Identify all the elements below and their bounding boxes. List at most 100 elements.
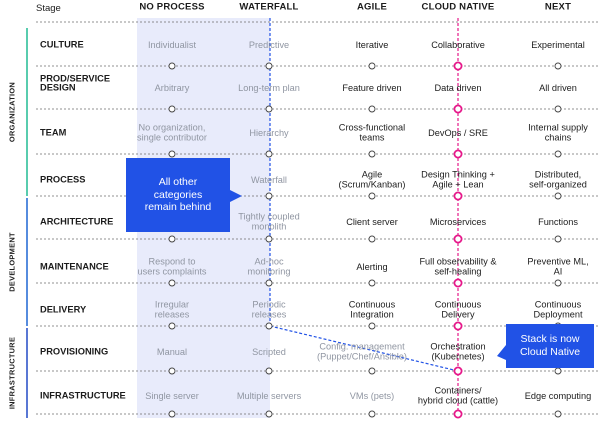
cell-line: (Kubernetes) (431, 352, 485, 362)
stage-node (168, 279, 176, 287)
stage-node (368, 62, 376, 70)
stage-node (554, 235, 562, 243)
callout-pointer (497, 345, 506, 360)
row-label: CULTURE (40, 40, 84, 50)
row-label: ARCHITECTURE (40, 217, 113, 227)
stage-node (453, 61, 463, 71)
cell-line: Integration (350, 310, 394, 320)
cell-line: (Puppet/Chef/Ansible) (317, 352, 407, 362)
column-header: NO PROCESS (139, 1, 205, 13)
stage-node (554, 62, 562, 70)
stage-node (168, 105, 176, 113)
stage-node (554, 150, 562, 158)
cell-line: Functions (538, 216, 578, 227)
column-header: CLOUD NATIVE (421, 1, 495, 13)
cell-line: self-organized (529, 180, 587, 190)
stage-cell: Agile(Scrum/Kanban) (339, 170, 406, 191)
stage-node (554, 410, 562, 418)
stage-node (265, 150, 273, 158)
cell-line: VMs (pets) (349, 390, 395, 401)
stage-cell: Containers/hybrid cloud (cattle) (418, 386, 498, 407)
cell-line: Delivery (441, 310, 475, 320)
stage-node (265, 62, 273, 70)
stage-node (453, 149, 463, 159)
cell-line: Deployment (533, 310, 583, 320)
row-label: TEAM (40, 127, 67, 138)
cell-line: chains (544, 133, 572, 143)
column-header: WATERFALL (239, 1, 299, 13)
cell-line: Alerting (356, 261, 388, 272)
stage-node (368, 192, 376, 200)
stage-node (168, 367, 176, 375)
cell-line: Periodic (252, 299, 286, 310)
stage-node (265, 367, 273, 375)
row-label: DELIVERY (40, 305, 86, 315)
group-label-infrastructure: INFRASTRUCTURE (7, 336, 17, 410)
cell-line: Internal supply (528, 122, 588, 133)
stage-node (368, 105, 376, 113)
callout-pointer (230, 190, 242, 202)
cell-line: Client server (346, 216, 398, 227)
cell-line: Ad-hoc (254, 256, 284, 267)
cell-line: Agile (361, 169, 383, 180)
cell-line: monolith (251, 222, 287, 232)
row-label-line: PROCESS (40, 174, 86, 185)
stage-cell: Full observability &self-healing (419, 257, 496, 278)
stage-cell: Manual (157, 347, 187, 357)
column-header: AGILE (356, 1, 388, 13)
cell-line: No organization, (138, 122, 206, 133)
cell-line: monitoring (247, 267, 291, 277)
stage-cell: Microservices (430, 217, 486, 227)
stage-node (368, 150, 376, 158)
cell-line: Iterative (355, 39, 389, 50)
stage-node (368, 279, 376, 287)
stage-node (368, 235, 376, 243)
cell-line: users complaints (137, 267, 207, 277)
stage-node (168, 410, 176, 418)
stage-node (554, 192, 562, 200)
cell-line: Orchestration (430, 341, 486, 352)
stage-node (265, 105, 273, 113)
stage-cell: Edge computing (525, 391, 591, 401)
stage-cell: Arbitrary (155, 83, 190, 93)
stage-node (554, 105, 562, 113)
stage-node (554, 367, 562, 375)
row-label: INFRASTRUCTURE (40, 391, 126, 401)
stage-node (368, 367, 376, 375)
cell-line: Continuous (534, 299, 582, 310)
cell-line: Manual (156, 346, 188, 357)
stage-cell: Client server (346, 217, 398, 227)
stage-cell: Scripted (252, 347, 286, 357)
cell-line: Full observability & (419, 256, 497, 267)
cell-line: self-healing (434, 267, 482, 277)
stage-cell: Distributed,self-organized (529, 170, 587, 191)
stage-cell: Long-term plan (238, 83, 300, 93)
cell-line: (Scrum/Kanban) (338, 180, 406, 190)
cell-line: Continuous (348, 299, 396, 310)
row-label-line: TEAM (40, 127, 67, 138)
stage-cell: No organization,single contributor (137, 123, 207, 144)
cell-line: Preventive ML, (527, 256, 589, 267)
cell-line: Predictive (248, 39, 290, 50)
cell-line: DevOps / SRE (428, 127, 488, 138)
cell-line: releases (154, 310, 190, 320)
cell-line: AI (553, 267, 563, 277)
cell-line: All driven (539, 82, 577, 93)
group-label-organization: ORGANIZATION (7, 81, 17, 143)
row-label-line: DESIGN (40, 83, 76, 93)
callout-line: Cloud Native (519, 346, 581, 358)
cell-line: single contributor (137, 133, 207, 143)
stage-cell: Config. management(Puppet/Chef/Ansible) (317, 342, 407, 363)
cell-line: Continuous (434, 299, 482, 310)
stage-cell: DevOps / SRE (428, 128, 488, 138)
